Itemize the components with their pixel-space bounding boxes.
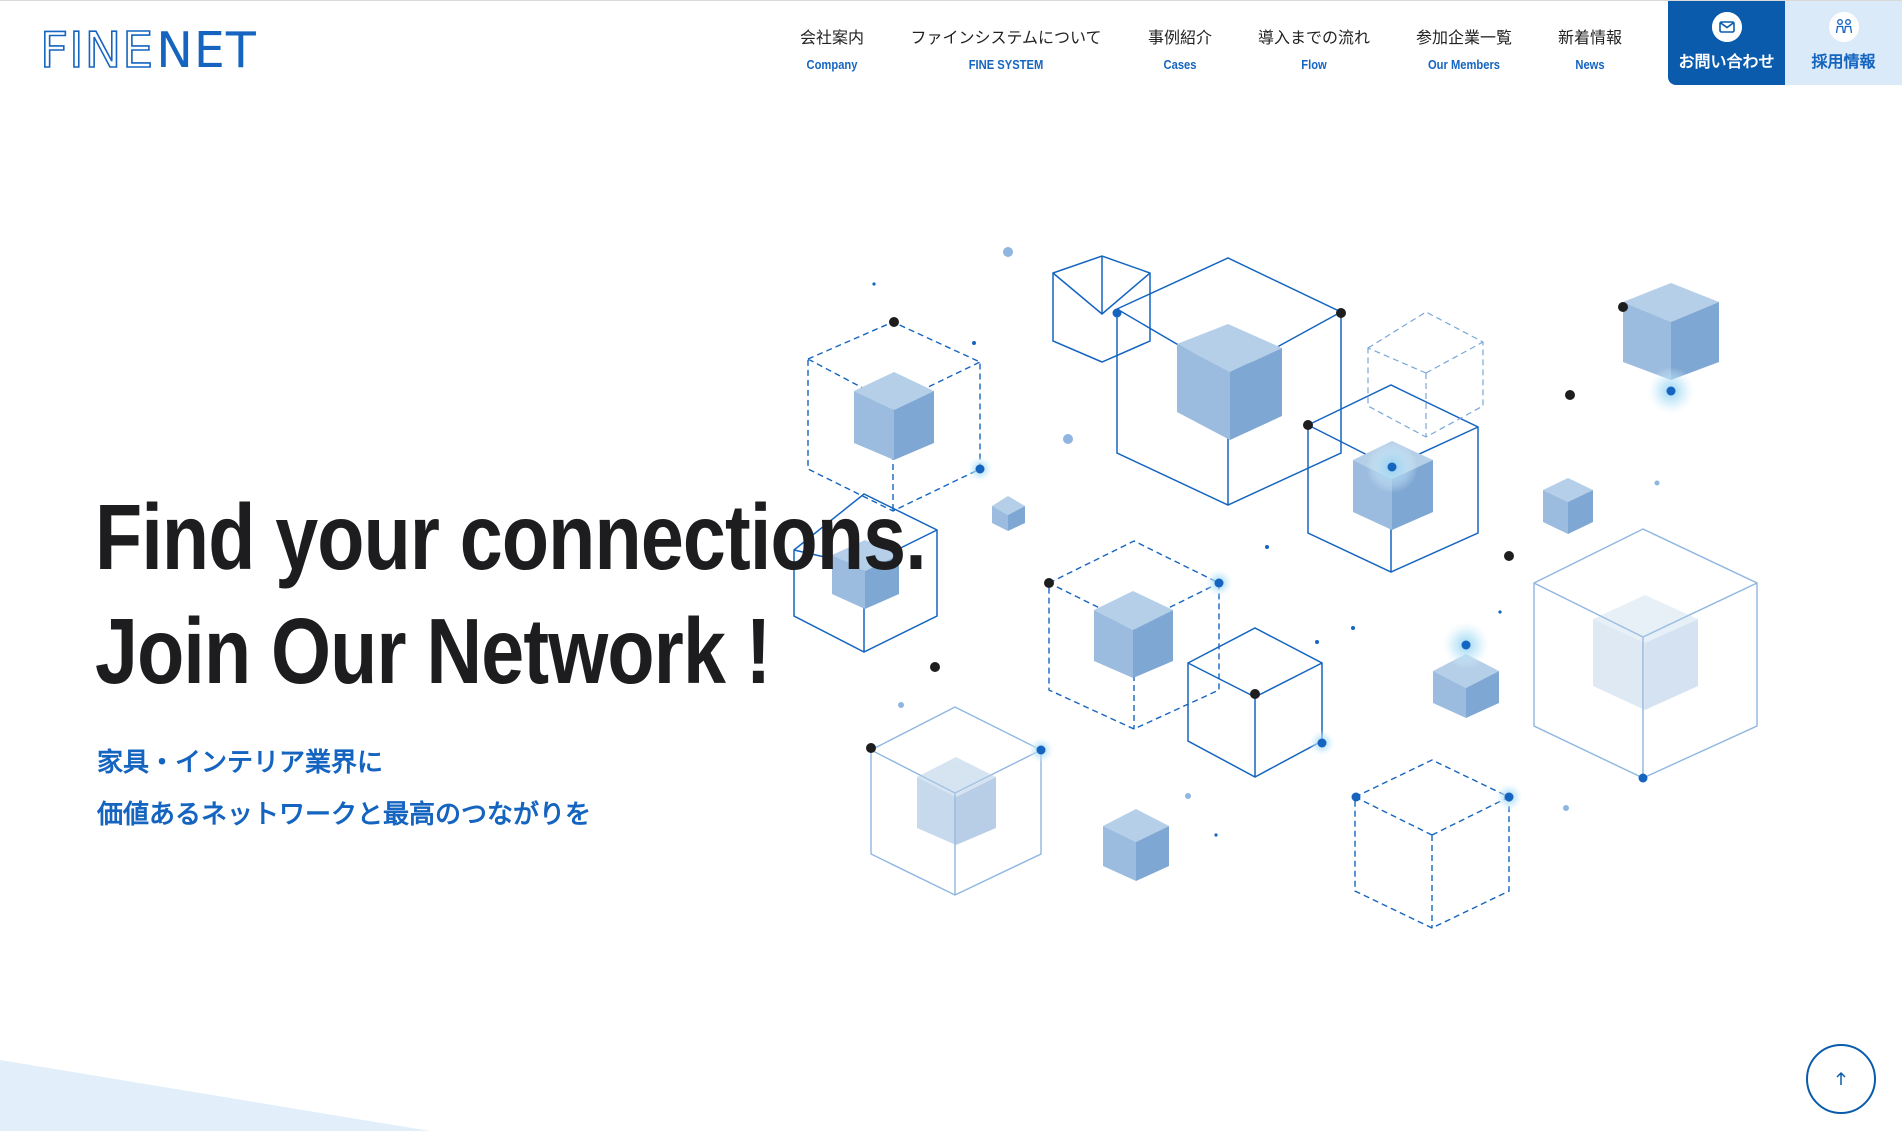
- hero-subtitle: 家具・インテリア業界に 価値あるネットワークと最高のつながりを: [97, 737, 591, 841]
- nav-item-company[interactable]: 会社案内 Company: [792, 24, 872, 72]
- nav-item-flow[interactable]: 導入までの流れ Flow: [1254, 24, 1374, 72]
- nav-item-members[interactable]: 参加企業一覧 Our Members: [1408, 24, 1520, 72]
- nav-label-en: Our Members: [1427, 57, 1501, 72]
- hero-title-line2: Join Our Network !: [95, 599, 771, 703]
- logo-text-net: NET: [156, 22, 257, 79]
- hero-subtitle-line1: 家具・インテリア業界に: [97, 748, 384, 778]
- nav-label-jp: 会社案内: [799, 28, 864, 47]
- nav-item-news[interactable]: 新着情報 News: [1553, 24, 1627, 72]
- mail-icon: [1711, 12, 1742, 42]
- nav-label-en: FINE SYSTEM: [968, 57, 1044, 72]
- contact-button-label: お問い合わせ: [1678, 52, 1775, 71]
- hero-title: Find your connections. Join Our Network …: [95, 480, 927, 708]
- solid-cube: [1103, 809, 1169, 881]
- light-cube: [917, 757, 996, 845]
- nav-label-jp: 事例紹介: [1147, 28, 1212, 47]
- nav-label-en: Company: [806, 57, 858, 72]
- people-icon: [1828, 12, 1859, 42]
- recruit-button[interactable]: 採用情報: [1785, 1, 1902, 85]
- contact-button[interactable]: お問い合わせ: [1668, 1, 1785, 85]
- hero-subtitle-line2: 価値あるネットワークと最高のつながりを: [97, 800, 592, 830]
- nav-item-cases[interactable]: 事例紹介 Cases: [1140, 24, 1220, 72]
- nav-label-jp: 新着情報: [1557, 28, 1622, 47]
- nav-label-en: News: [1575, 57, 1605, 72]
- nav-label-en: Flow: [1301, 57, 1327, 72]
- recruit-button-label: 採用情報: [1811, 52, 1876, 71]
- top-border: [0, 0, 1902, 1]
- scroll-top-button[interactable]: [1806, 1044, 1876, 1114]
- nav-label-en: Cases: [1163, 57, 1197, 72]
- solid-cube: [1433, 654, 1499, 718]
- nav-label-jp: ファインシステムについて: [910, 28, 1102, 47]
- nav-item-fine-system[interactable]: ファインシステムについて FINE SYSTEM: [906, 24, 1106, 72]
- hero-title-line1: Find your connections.: [95, 485, 927, 589]
- solid-cube: [992, 496, 1025, 531]
- solid-cube: [1094, 591, 1173, 678]
- arrow-up-icon: [1836, 1071, 1846, 1085]
- nav-label-jp: 導入までの流れ: [1257, 28, 1370, 47]
- light-cube: [1593, 595, 1698, 710]
- solid-cube: [1623, 283, 1719, 380]
- bottom-decoration: [0, 1060, 430, 1131]
- solid-cube: [832, 540, 899, 609]
- nav-label-jp: 参加企業一覧: [1415, 28, 1512, 47]
- logo-text-fine: FINE: [39, 22, 155, 79]
- solid-cube: [854, 372, 934, 460]
- solid-cube: [1543, 478, 1593, 534]
- solid-cube: [1177, 324, 1282, 440]
